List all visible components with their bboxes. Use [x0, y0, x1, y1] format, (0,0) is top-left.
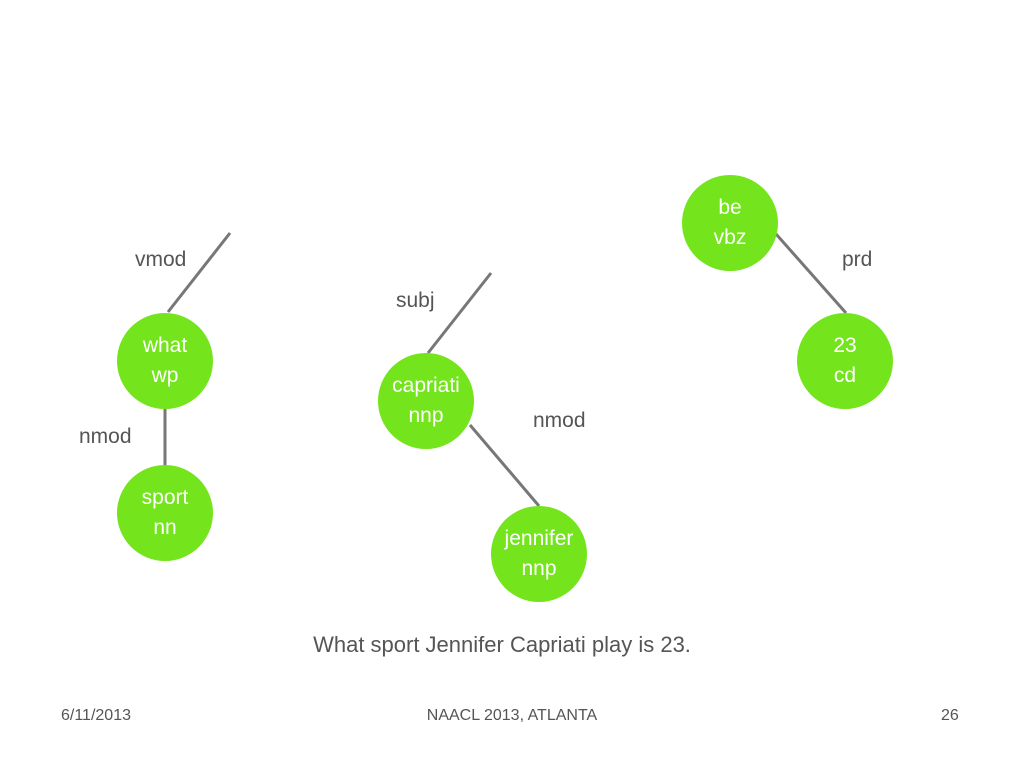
node-jennifer: jennifer nnp — [491, 506, 587, 602]
edge-capriati-subj — [426, 272, 493, 354]
example-sentence: What sport Jennifer Capriati play is 23. — [313, 632, 691, 657]
edge-capriati-jennifer — [468, 424, 541, 507]
node-be-tag: vbz — [713, 226, 747, 249]
node-sport-tag: nn — [153, 516, 177, 539]
edge-label-nmod-left: nmod — [79, 425, 132, 448]
node-jennifer-tag: nnp — [521, 557, 557, 580]
node-sport: sport nn — [117, 465, 213, 561]
node-sport-word: sport — [141, 486, 189, 509]
footer-date: 6/11/2013 — [61, 707, 131, 724]
edge-label-vmod: vmod — [135, 248, 187, 271]
footer-page-number: 26 — [941, 707, 959, 724]
node-capriati: capriati nnp — [378, 353, 474, 449]
node-23: 23 cd — [797, 313, 893, 409]
footer-venue: NAACL 2013, ATLANTA — [426, 707, 598, 724]
node-jennifer-word: jennifer — [504, 527, 574, 550]
edge-label-subj: subj — [396, 289, 435, 312]
node-what-tag: wp — [151, 364, 179, 387]
node-capriati-tag: nnp — [408, 404, 444, 427]
node-be-word: be — [718, 196, 742, 219]
edge-be-23 — [774, 233, 848, 314]
node-capriati-word: capriati — [392, 374, 460, 397]
node-23-word: 23 — [833, 334, 857, 357]
node-23-tag: cd — [833, 364, 857, 387]
edge-label-prd: prd — [842, 248, 873, 271]
node-be: be vbz — [682, 175, 778, 271]
node-what-word: what — [142, 334, 188, 357]
edge-label-nmod-mid: nmod — [533, 409, 586, 432]
edge-what-vmod — [166, 232, 232, 313]
node-what: what wp — [117, 313, 213, 409]
